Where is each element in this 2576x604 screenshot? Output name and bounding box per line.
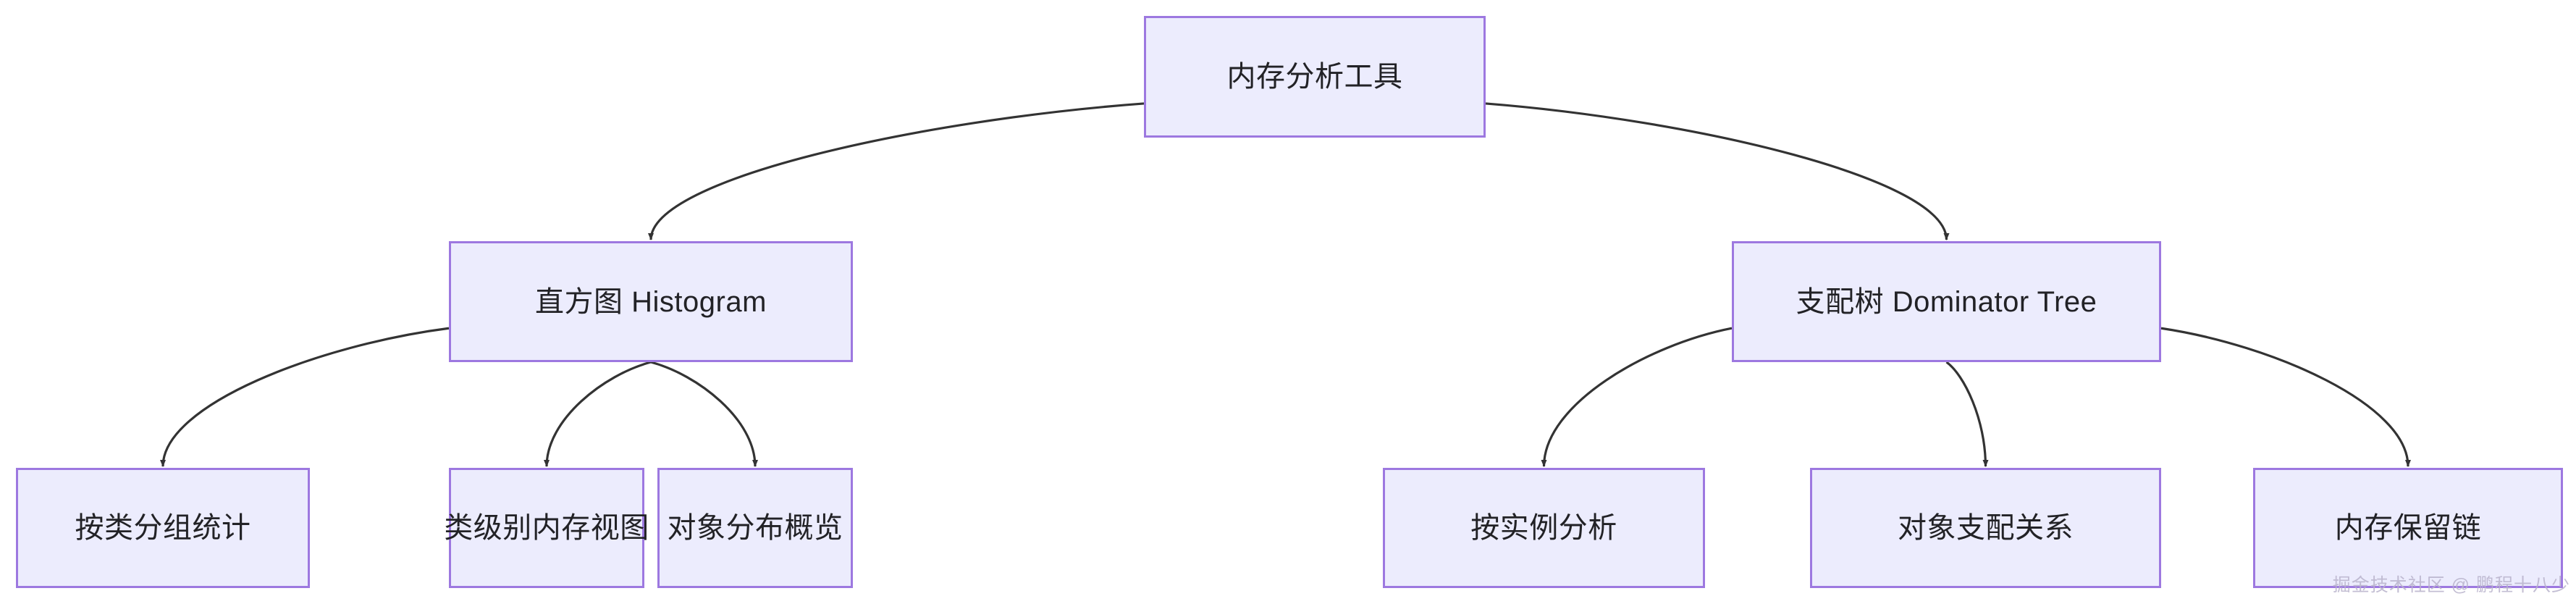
node-class-memory-view[interactable]: 类级别内存视图	[444, 468, 649, 588]
node-root[interactable]: 内存分析工具	[1144, 16, 1486, 138]
edge-histogram-to-object-distribution	[650, 361, 758, 467]
edge-root-to-dominator	[1485, 102, 1950, 240]
node-class-memory-view-label: 类级别内存视图	[444, 512, 649, 544]
node-retain-chain-label: 内存保留链	[2334, 512, 2482, 544]
node-root-label: 内存分析工具	[1226, 61, 1403, 93]
node-group-by-class-label: 按类分组统计	[75, 512, 251, 544]
node-object-distribution[interactable]: 对象分布概览	[657, 468, 853, 588]
edge-root-to-histogram	[648, 102, 1145, 240]
edge-histogram-to-class-memory-view	[544, 361, 652, 467]
node-group-by-class[interactable]: 按类分组统计	[16, 468, 310, 588]
node-retain-chain[interactable]: 内存保留链	[2253, 468, 2563, 588]
node-dominator-tree[interactable]: 支配树 Dominator Tree	[1732, 241, 2161, 362]
node-by-instance-label: 按实例分析	[1470, 512, 1617, 544]
node-histogram[interactable]: 直方图 Histogram	[449, 241, 853, 362]
edge-dominator-to-retain-chain	[2160, 327, 2411, 467]
node-object-dominance-label: 对象支配关系	[1898, 512, 2074, 544]
edge-dominator-to-object-dominance	[1945, 361, 1989, 467]
node-object-distribution-label: 对象分布概览	[667, 512, 843, 544]
node-histogram-label: 直方图 Histogram	[535, 285, 767, 318]
node-by-instance[interactable]: 按实例分析	[1383, 468, 1705, 588]
edge-dominator-to-by-instance	[1541, 327, 1733, 467]
node-object-dominance[interactable]: 对象支配关系	[1810, 468, 2161, 588]
edge-histogram-to-group-by-class	[160, 327, 450, 467]
node-dominator-tree-label: 支配树 Dominator Tree	[1796, 285, 2097, 318]
